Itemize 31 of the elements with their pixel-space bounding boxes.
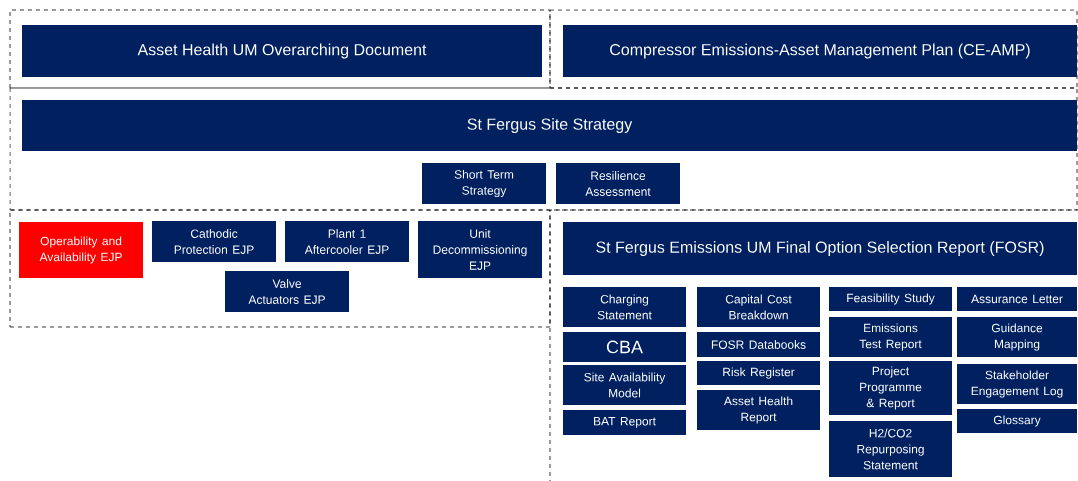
document-box: St Fergus Emissions UM Final Option Selection Report (FOSR): [563, 222, 1077, 275]
document-box: Valve Actuators EJP: [225, 271, 349, 312]
group-frame: [9, 9, 551, 89]
document-box: Asset Health UM Overarching Document: [22, 25, 542, 77]
group-frame: [9, 209, 551, 328]
document-box: CBA: [563, 332, 686, 362]
group-frame: [549, 9, 1078, 89]
document-box: Short Term Strategy: [422, 163, 546, 204]
document-box: Unit Decommissioning EJP: [418, 221, 542, 278]
document-box: Assurance Letter: [957, 287, 1077, 311]
group-frame: [9, 87, 1078, 211]
document-box: Asset Health Report: [697, 390, 820, 430]
document-box: Compressor Emissions-Asset Management Plan (CE-AMP): [563, 25, 1077, 77]
document-box: Resilience Assessment: [556, 163, 680, 204]
document-box: Plant 1 Aftercooler EJP: [285, 221, 409, 262]
document-box: Site Availability Model: [563, 365, 686, 405]
document-box: Risk Register: [697, 361, 820, 385]
document-box: Glossary: [957, 409, 1077, 433]
document-box: Project Programme & Report: [829, 361, 952, 415]
document-box: BAT Report: [563, 410, 686, 435]
document-box: Charging Statement: [563, 287, 686, 327]
document-box: Emissions Test Report: [829, 317, 952, 357]
document-box: FOSR Databooks: [697, 332, 820, 357]
document-box: Feasibility Study: [829, 287, 952, 311]
document-box: Cathodic Protection EJP: [152, 221, 276, 262]
document-box: Guidance Mapping: [957, 317, 1077, 357]
document-box: Stakeholder Engagement Log: [957, 364, 1077, 404]
document-box: St Fergus Site Strategy: [22, 100, 1077, 151]
document-box: Capital Cost Breakdown: [697, 287, 820, 327]
document-box: H2/CO2 Repurposing Statement: [829, 421, 952, 477]
document-box: Operability and Availability EJP: [19, 222, 143, 278]
